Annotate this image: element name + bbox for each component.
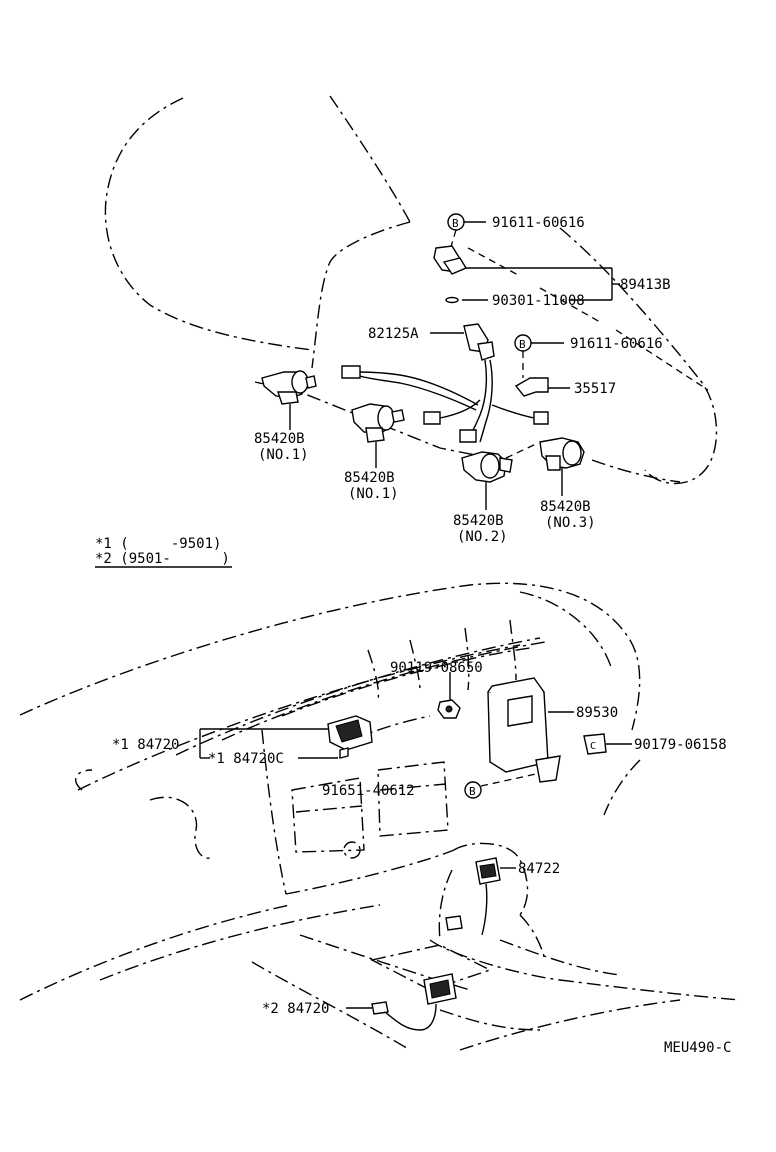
b-marker-circle	[464, 781, 482, 799]
label-82125A: 82125A	[368, 326, 419, 342]
sensor-85420B-no2	[461, 443, 537, 510]
switch-84720	[199, 715, 373, 759]
bolt-91651: B	[464, 773, 537, 799]
note-1: *1 ( -9501)	[95, 536, 221, 552]
label-no2: (NO.2)	[457, 529, 508, 545]
bolt-91611-mid: B	[514, 334, 564, 378]
wire-harness-82125A	[341, 323, 549, 443]
switch-84722	[445, 857, 516, 936]
label-no3: (NO.3)	[545, 515, 596, 531]
label-84720C-star1: *1 84720C	[208, 751, 284, 767]
ecu-89530	[487, 677, 574, 783]
dashboard-outline	[19, 582, 741, 1051]
b-marker-text: B	[519, 338, 526, 351]
clip-90179: C	[583, 733, 632, 755]
clip-90301	[445, 296, 612, 304]
label-89413B: 89413B	[620, 277, 671, 293]
sensor-85420B-no3	[539, 437, 585, 496]
label-no1-b: (NO.1)	[348, 486, 399, 502]
label-85420B-b: 85420B	[344, 470, 395, 486]
label-90119-08650: 90119-08650	[390, 660, 483, 676]
diagram-code: MEU490-C	[664, 1040, 731, 1056]
label-85420B-c: 85420B	[453, 513, 504, 529]
bracket-35517	[514, 377, 570, 397]
switch-84720-bottom	[346, 973, 457, 1031]
sensor-85420B-no1-mid	[351, 403, 405, 468]
label-90301-11008: 90301-11008	[492, 293, 585, 309]
label-84722: 84722	[518, 861, 560, 877]
sensor-85420B-no1-left	[261, 370, 317, 430]
label-85420B-d: 85420B	[540, 499, 591, 515]
label-35517: 35517	[574, 381, 616, 397]
label-85420B-a: 85420B	[254, 431, 305, 447]
c-marker-text: C	[590, 741, 596, 752]
label-89530: 89530	[576, 705, 618, 721]
label-91611-60616-mid: 91611-60616	[570, 336, 663, 352]
b-marker-text: B	[469, 785, 476, 798]
label-91651-40612: 91651-40612	[322, 783, 415, 799]
b-marker-text: B	[452, 217, 459, 230]
nut-90119	[437, 672, 461, 719]
note-2: *2 (9501- )	[95, 551, 230, 567]
label-90179-06158: 90179-06158	[634, 737, 727, 753]
label-84720-star1: *1 84720	[112, 737, 179, 753]
label-91611-60616-top: 91611-60616	[492, 215, 585, 231]
label-84720-star2: *2 84720	[262, 1001, 329, 1017]
sensor-89413B	[433, 245, 709, 391]
label-no1-a: (NO.1)	[258, 447, 309, 463]
bolt-91611-top: B	[447, 213, 486, 251]
